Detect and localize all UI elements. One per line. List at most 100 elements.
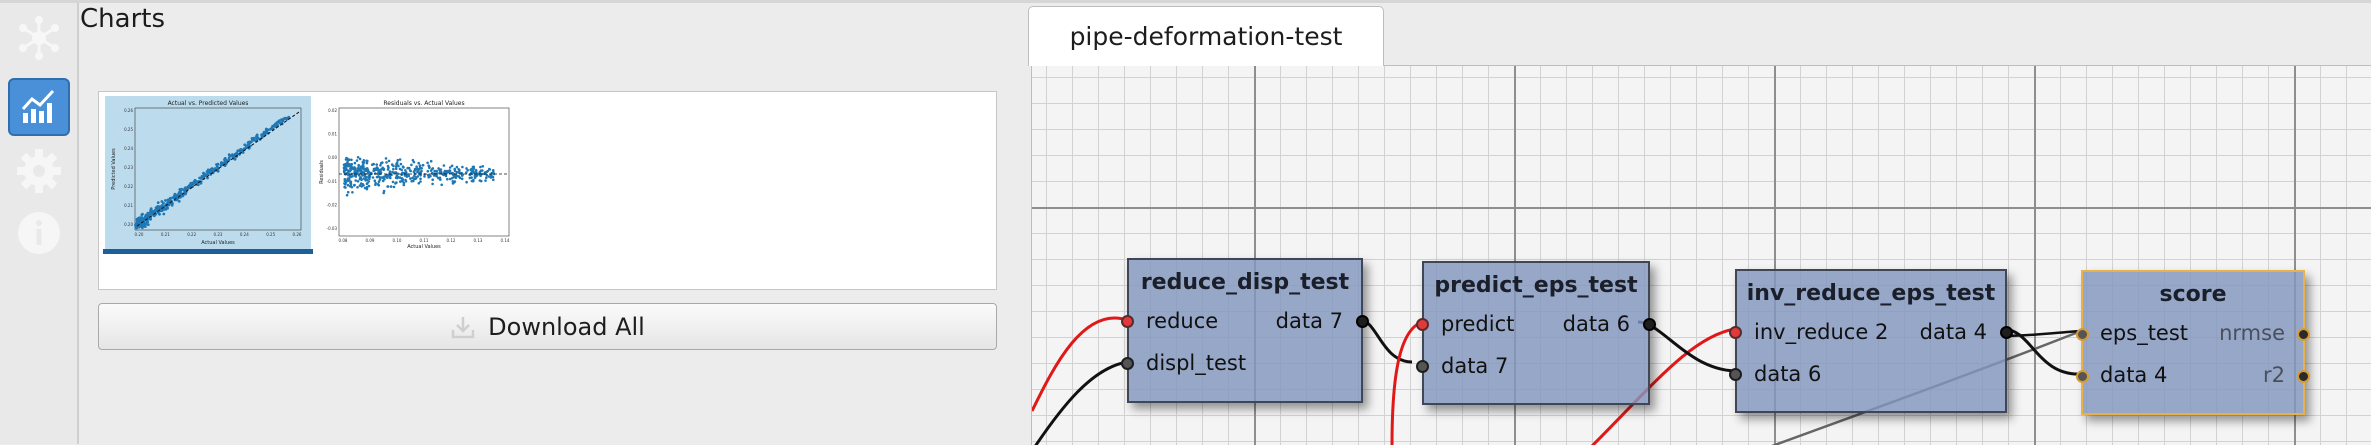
- scatter-point: [437, 167, 440, 170]
- scatter-point: [415, 165, 418, 168]
- graph-canvas[interactable]: reduce_disp_test reduce displ_test data …: [1031, 65, 2371, 445]
- scatter-point: [416, 175, 420, 178]
- node-inv-reduce-eps-test[interactable]: inv_reduce_eps_test inv_reduce 2 data 6 …: [1729, 269, 2013, 413]
- sidebar-item-charts[interactable]: [8, 78, 70, 136]
- output-port[interactable]: [1356, 315, 1369, 328]
- download-all-button[interactable]: Download All: [98, 303, 997, 350]
- scatter-point: [435, 175, 439, 178]
- input-port[interactable]: [2076, 370, 2089, 383]
- scatter-point: [453, 180, 457, 183]
- input-port[interactable]: [1121, 315, 1134, 328]
- scatter-point: [479, 169, 483, 172]
- input-port-label: reduce: [1146, 309, 1219, 333]
- input-port[interactable]: [2076, 328, 2089, 341]
- input-port-label: data 7: [1441, 354, 1509, 378]
- scatter-point: [255, 133, 259, 137]
- tick-label: 0.02: [328, 108, 337, 113]
- scatter-point: [243, 147, 246, 150]
- tick-label: 0.24: [240, 232, 249, 237]
- input-port[interactable]: [1416, 318, 1429, 331]
- scatter-point: [418, 167, 421, 171]
- output-port-label: data 4: [1919, 320, 1987, 344]
- input-port[interactable]: [1121, 357, 1134, 370]
- scatter-point: [417, 182, 421, 185]
- tab-pipe-deformation-test[interactable]: pipe-deformation-test: [1028, 6, 1384, 66]
- input-port[interactable]: [1416, 360, 1429, 373]
- scatter-point: [435, 169, 438, 173]
- scatter-point: [432, 174, 436, 177]
- scatter-point: [456, 174, 459, 178]
- scatter-point: [419, 180, 422, 183]
- scatter-point: [371, 163, 374, 166]
- sidebar-item-info[interactable]: [8, 204, 70, 262]
- scatter-point: [409, 169, 412, 173]
- output-port-label: nrmse: [2219, 321, 2285, 345]
- scatter-point: [419, 170, 423, 174]
- scatter-point: [386, 176, 389, 179]
- scatter-point: [382, 176, 385, 180]
- window-top-border: [0, 0, 2371, 3]
- tick-label: 0.26: [124, 108, 133, 113]
- scatter-point: [451, 180, 455, 183]
- scatter-point: [472, 178, 475, 182]
- scatter-point: [377, 169, 380, 173]
- scatter-point: [461, 165, 464, 169]
- scatter-point: [168, 198, 172, 202]
- scatter-point: [274, 122, 277, 126]
- input-port[interactable]: [1729, 326, 1742, 339]
- scatter-point: [366, 159, 369, 163]
- scatter-point: [392, 167, 395, 171]
- scatter-point: [199, 181, 203, 185]
- scatter-point: [361, 163, 365, 166]
- scatter-point: [396, 172, 400, 176]
- output-port[interactable]: [2297, 328, 2310, 341]
- scatter-point: [160, 204, 164, 207]
- input-port[interactable]: [1729, 368, 1742, 381]
- scatter-point: [400, 179, 404, 183]
- scatter-point: [358, 174, 361, 177]
- scatter-point: [346, 183, 350, 187]
- node-predict-eps-test[interactable]: predict_eps_test predict data 7 data 6: [1416, 261, 1656, 405]
- scatter-point: [373, 169, 376, 172]
- tick-label: 0.25: [266, 232, 275, 237]
- scatter-point: [349, 168, 353, 171]
- scatter-point: [386, 168, 390, 171]
- tick-label: 0.14: [501, 238, 510, 243]
- scatter-point: [439, 168, 443, 171]
- scatter-point: [410, 179, 413, 183]
- scatter-point: [395, 181, 398, 184]
- node-reduce-disp-test[interactable]: reduce_disp_test reduce displ_test data …: [1121, 258, 1369, 403]
- scatter-point: [471, 165, 475, 169]
- output-port[interactable]: [1643, 318, 1656, 331]
- scatter-point: [158, 205, 162, 208]
- scatter-point: [444, 174, 448, 178]
- scatter-point: [343, 178, 347, 181]
- scatter-point: [400, 177, 404, 180]
- sidebar-item-settings[interactable]: [8, 142, 70, 200]
- scatter-point: [404, 169, 407, 172]
- scatter-point: [379, 161, 383, 165]
- output-port[interactable]: [2000, 326, 2013, 339]
- scatter-point: [349, 180, 353, 184]
- scatter-point: [373, 179, 377, 182]
- scatter-point: [385, 173, 388, 177]
- scatter-point: [367, 176, 371, 180]
- scatter-point: [162, 212, 166, 216]
- chart-thumbnail-actual-vs-predicted[interactable]: Actual vs. Predicted Values Actual Value…: [105, 96, 311, 252]
- scatter-point: [356, 169, 360, 173]
- scatter-point: [358, 184, 362, 187]
- scatter-point: [346, 179, 349, 182]
- scatter-point: [190, 183, 194, 186]
- scatter-point: [354, 179, 357, 182]
- output-port[interactable]: [2297, 370, 2310, 383]
- chart-thumbnail-residuals[interactable]: Residuals vs. Actual Values Actual Value…: [317, 96, 517, 252]
- scatter-point: [224, 158, 228, 162]
- scatter-point: [439, 178, 442, 181]
- scatter-point: [284, 116, 287, 120]
- scatter-point: [344, 186, 347, 189]
- sidebar-item-network[interactable]: [8, 9, 70, 67]
- scatter-point: [166, 198, 170, 202]
- scatter-point: [156, 201, 160, 204]
- node-score[interactable]: score eps_test data 4 nrmse r2: [2076, 270, 2310, 415]
- input-port-label: data 6: [1754, 362, 1822, 386]
